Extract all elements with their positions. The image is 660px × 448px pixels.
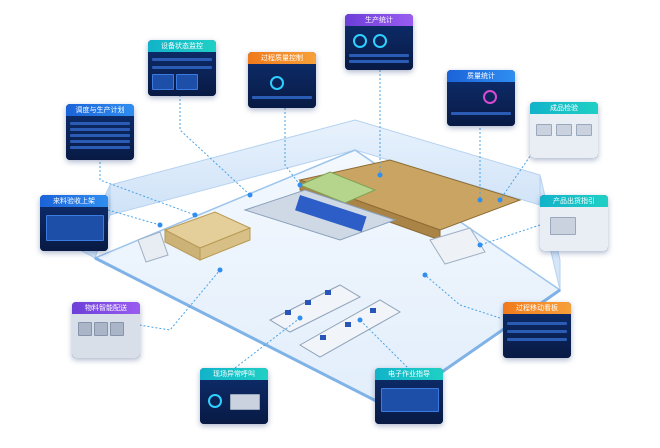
panel-andon-call[interactable]: 现场异常呼叫 bbox=[200, 368, 268, 424]
panel-finished-inspection[interactable]: 成品检验 bbox=[530, 102, 598, 158]
panel-title: 过程质量控制 bbox=[248, 52, 316, 64]
connector-dots bbox=[157, 172, 503, 323]
panel-preview bbox=[248, 64, 316, 108]
panel-title: 产品出货指引 bbox=[540, 195, 608, 207]
panel-title: 调度与生产计划 bbox=[66, 104, 134, 116]
panel-equipment-status[interactable]: 设备状态监控 bbox=[148, 40, 216, 96]
panel-outbound-warehouse[interactable]: 产品出货指引 bbox=[540, 195, 608, 251]
panel-preview bbox=[447, 82, 515, 126]
panel-preview bbox=[40, 207, 108, 251]
panel-title: 质量统计 bbox=[447, 70, 515, 82]
panel-preview bbox=[375, 380, 443, 424]
panel-preview bbox=[72, 314, 140, 358]
panel-wip-tracking[interactable]: 过程移动看板 bbox=[503, 302, 571, 358]
panel-title: 现场异常呼叫 bbox=[200, 368, 268, 380]
panel-scheduling-planning[interactable]: 调度与生产计划 bbox=[66, 104, 134, 160]
panel-process-quality[interactable]: 过程质量控制 bbox=[248, 52, 316, 108]
panel-production-stats[interactable]: 生产统计 bbox=[345, 14, 413, 70]
panel-preview bbox=[540, 207, 608, 251]
panel-incoming-receiving[interactable]: 来料验收上架 bbox=[40, 195, 108, 251]
panel-title: 电子作业指导 bbox=[375, 368, 443, 380]
truck-right bbox=[429, 227, 486, 265]
production-line bbox=[243, 189, 397, 241]
panel-material-delivery[interactable]: 物料智能配送 bbox=[72, 302, 140, 358]
panel-title: 来料验收上架 bbox=[40, 195, 108, 207]
panel-quality-stats[interactable]: 质量统计 bbox=[447, 70, 515, 126]
factory-room bbox=[79, 119, 562, 410]
workstations bbox=[268, 284, 401, 358]
panel-preview bbox=[530, 114, 598, 158]
panel-title: 生产统计 bbox=[345, 14, 413, 26]
panel-title: 过程移动看板 bbox=[503, 302, 571, 314]
truck-left bbox=[137, 231, 169, 263]
pallet-storage bbox=[163, 211, 252, 261]
panel-preview bbox=[345, 26, 413, 70]
panel-title: 成品检验 bbox=[530, 102, 598, 114]
panel-title: 设备状态监控 bbox=[148, 40, 216, 52]
panel-preview bbox=[148, 52, 216, 96]
green-tanks bbox=[298, 171, 377, 204]
panel-preview bbox=[503, 314, 571, 358]
panel-title: 物料智能配送 bbox=[72, 302, 140, 314]
panel-preview bbox=[66, 116, 134, 160]
panel-electronic-sop[interactable]: 电子作业指导 bbox=[375, 368, 443, 424]
panel-preview bbox=[200, 380, 268, 424]
